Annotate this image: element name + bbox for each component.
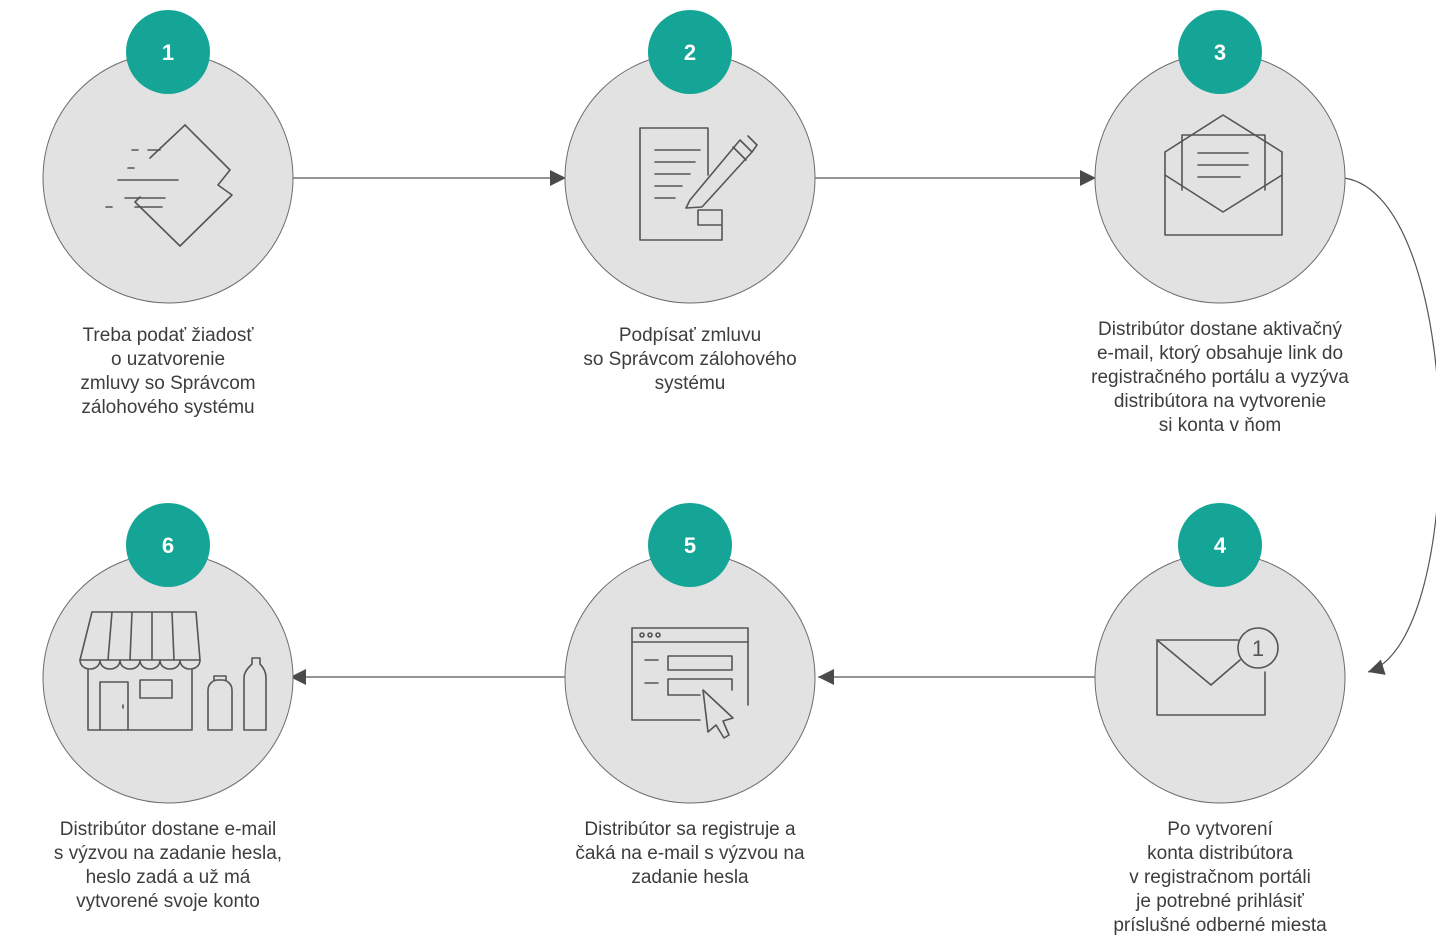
step-1: 1	[42, 10, 294, 304]
step-number-badge	[1178, 10, 1262, 94]
step-6-caption: Distribútor dostane e-mail s výzvou na z…	[53, 819, 283, 912]
step-number-badge	[648, 503, 732, 587]
step-number: 6	[162, 533, 174, 558]
step-number: 2	[684, 40, 696, 65]
open-envelope-icon	[1164, 114, 1283, 236]
shop-with-bottles-icon	[79, 611, 267, 731]
step-1-caption: Treba podať žiadosť o uzatvorenie zmluvy…	[80, 325, 256, 418]
step-number-badge	[648, 10, 732, 94]
paper-plane-icon	[105, 124, 233, 247]
step-circle	[42, 552, 294, 804]
web-form-click-icon	[631, 627, 749, 739]
connector-3-4	[1343, 177, 1436, 675]
connectors	[290, 170, 1436, 685]
step-number: 1	[162, 40, 174, 65]
step-number-badge	[1178, 503, 1262, 587]
notification-count: 1	[1252, 636, 1264, 661]
step-5: 5	[564, 503, 816, 804]
step-4: 1 4	[1094, 503, 1346, 804]
step-number-badge	[126, 503, 210, 587]
sign-contract-icon	[639, 127, 758, 241]
step-number: 4	[1214, 533, 1227, 558]
step-4-caption: Po vytvorení konta distribútora v regist…	[1113, 819, 1327, 936]
step-3: 3	[1094, 10, 1346, 304]
step-number-badge	[126, 10, 210, 94]
step-3-caption: Distribútor dostane aktivačný e-mail, kt…	[1091, 319, 1349, 436]
step-number: 3	[1214, 40, 1226, 65]
step-5-caption: Distribútor sa registruje a čaká na e-ma…	[575, 819, 805, 888]
step-circle	[564, 552, 816, 804]
email-notification-icon	[1156, 627, 1279, 716]
step-2: 2	[564, 10, 816, 304]
step-2-caption: Podpísať zmluvu so Správcom zálohového s…	[583, 325, 797, 394]
step-6: 6	[42, 503, 294, 804]
step-number: 5	[684, 533, 696, 558]
